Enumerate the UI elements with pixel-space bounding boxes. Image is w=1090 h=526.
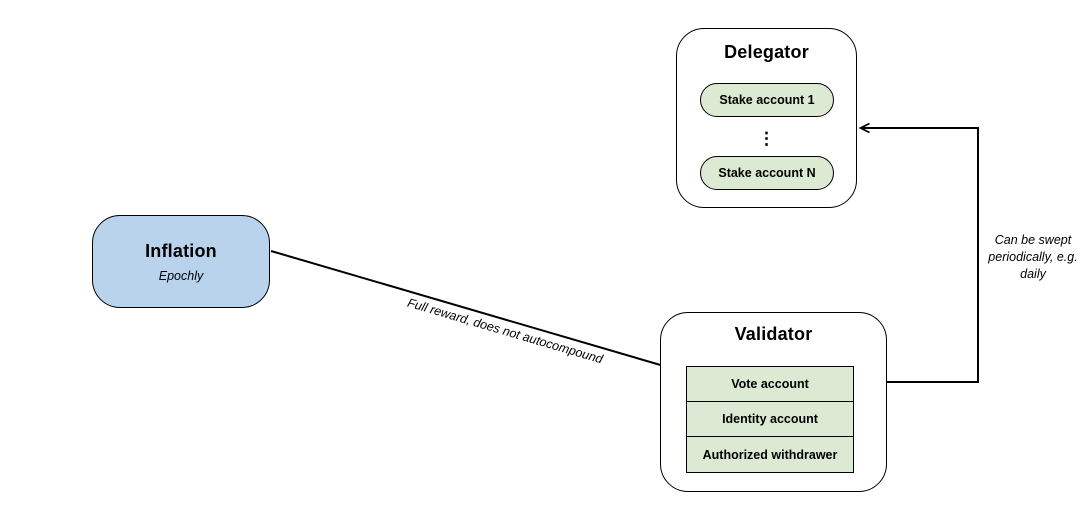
inflation-subtitle: Epochly — [158, 268, 204, 283]
stake-account-1-pill: Stake account 1 — [700, 83, 834, 117]
delegator-title: Delegator — [724, 42, 809, 62]
inflation-node: Inflation Epochly — [92, 215, 270, 308]
validator-accounts-table: Vote account Identity account Authorized… — [686, 366, 854, 473]
sweep-edge-label: Can be swept periodically, e.g. daily — [988, 233, 1078, 281]
authorized-withdrawer-row: Authorized withdrawer — [687, 437, 853, 472]
stake-account-n-pill: Stake account N — [700, 156, 834, 190]
validator-title: Validator — [734, 324, 813, 344]
delegator-node: Delegator Stake account 1 ⋮ Stake accoun… — [676, 28, 857, 208]
inflation-title: Inflation — [145, 240, 217, 261]
reward-edge-label: Full reward, does not autocompound — [405, 295, 605, 367]
vote-account-row: Vote account — [687, 367, 853, 402]
validator-node: Validator Vote account Identity account … — [660, 312, 887, 492]
reward-arrow — [270, 250, 681, 371]
vertical-ellipsis: ⋮ — [758, 128, 775, 148]
identity-account-row: Identity account — [687, 402, 853, 437]
